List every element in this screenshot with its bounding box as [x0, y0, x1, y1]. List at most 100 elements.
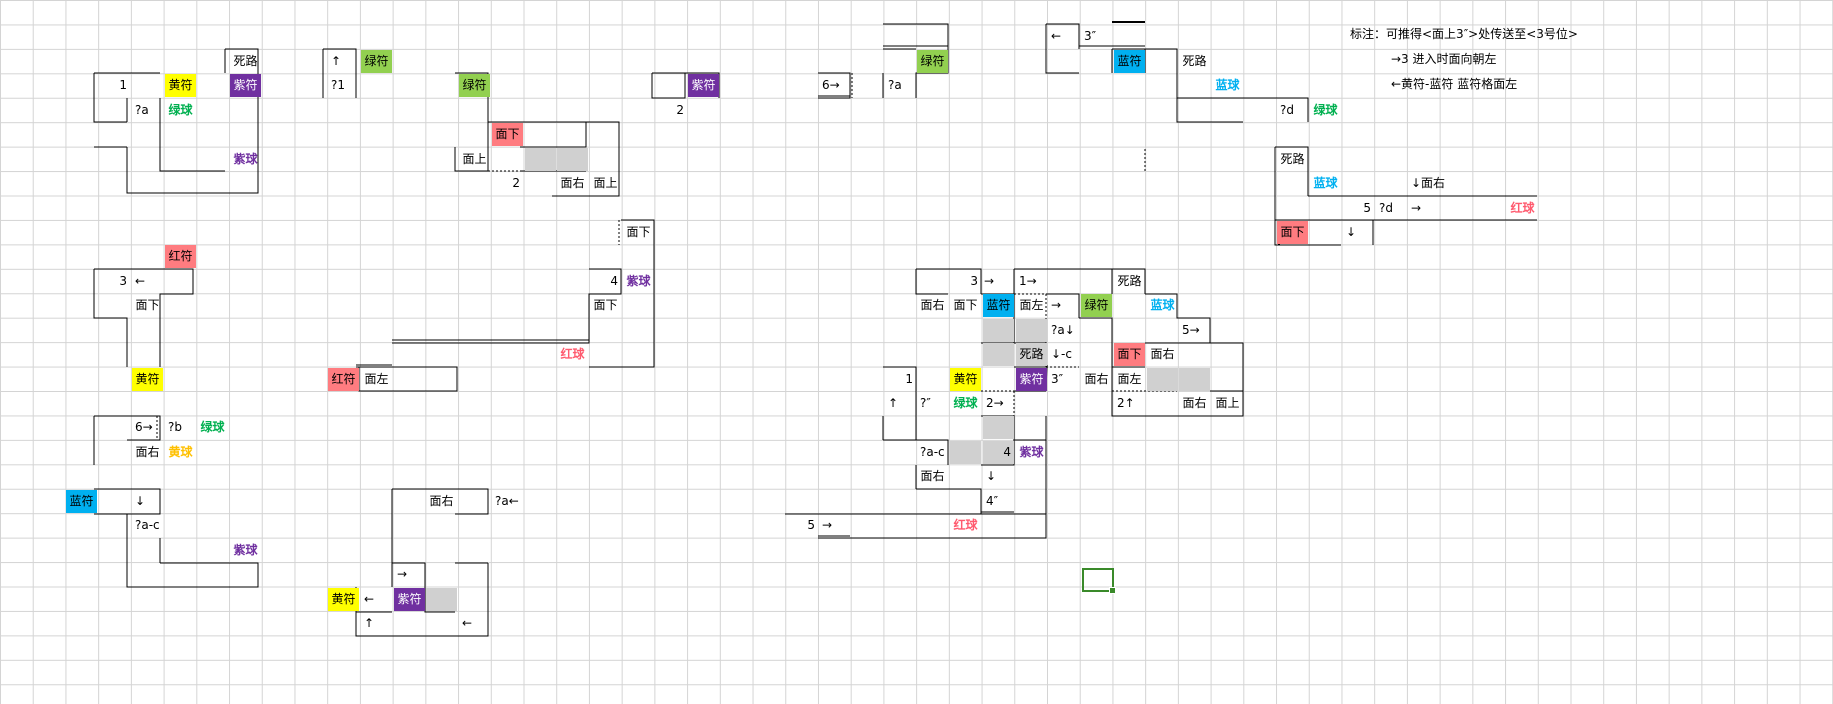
blocked-cell[interactable]	[1147, 368, 1178, 391]
grid-cell[interactable]: →	[819, 514, 850, 537]
grid-cell[interactable]: 6→	[132, 416, 163, 439]
rune-cell[interactable]: 蓝符	[66, 490, 97, 513]
ball-cell[interactable]: 绿球	[1310, 99, 1341, 122]
grid-cell[interactable]: 面上	[590, 172, 621, 195]
grid-cell[interactable]: 面下	[623, 221, 654, 244]
grid-cell[interactable]: ←	[132, 270, 163, 293]
grid-cell[interactable]: →	[1048, 294, 1079, 317]
grid-cell[interactable]: ↓	[983, 465, 1014, 488]
grid-cell[interactable]: 2↑	[1114, 392, 1145, 415]
grid-cell[interactable]: 3″	[1081, 25, 1112, 48]
blocked-cell[interactable]	[525, 148, 556, 171]
grid-cell[interactable]: ↓-c	[1048, 343, 1079, 366]
rune-cell[interactable]: 紫符	[230, 74, 261, 97]
grid-cell[interactable]: ?a-c	[132, 514, 163, 537]
grid-cell[interactable]: 面右	[917, 465, 948, 488]
grid-cell[interactable]: ?a←	[492, 490, 523, 513]
blocked-cell[interactable]	[950, 441, 981, 464]
grid-cell[interactable]: ↓	[132, 490, 163, 513]
grid-cell[interactable]: ?a	[132, 99, 163, 122]
grid-cell[interactable]: →	[394, 563, 425, 586]
ball-cell[interactable]: 红球	[557, 343, 588, 366]
grid-cell[interactable]: ?a-c	[917, 441, 948, 464]
blocked-cell[interactable]	[426, 588, 457, 611]
grid-cell[interactable]: ↓面右	[1408, 172, 1445, 195]
grid-cell[interactable]: ?1	[328, 74, 359, 97]
blocked-cell[interactable]	[983, 343, 1014, 366]
grid-cell[interactable]: 3	[99, 270, 130, 293]
grid-cell[interactable]: ←	[459, 612, 490, 635]
rune-cell[interactable]: 黄符	[165, 74, 196, 97]
grid-cell[interactable]: 面左	[1016, 294, 1047, 317]
rune-cell[interactable]: 红符	[328, 368, 359, 391]
ball-cell[interactable]: 紫球	[1016, 441, 1047, 464]
grid-cell[interactable]: 1→	[1016, 270, 1047, 293]
rune-cell[interactable]: 绿符	[459, 74, 490, 97]
rune-cell[interactable]: 面下	[1277, 221, 1308, 244]
rune-cell[interactable]: 蓝符	[983, 294, 1014, 317]
grid-cell[interactable]: ?d	[1277, 99, 1308, 122]
ball-cell[interactable]: 红球	[950, 514, 981, 537]
blocked-cell[interactable]	[1016, 343, 1047, 366]
grid-cell[interactable]: 面右	[132, 441, 163, 464]
grid-cell[interactable]: 面上	[459, 148, 490, 171]
grid-cell[interactable]: 面右	[426, 490, 457, 513]
blocked-cell[interactable]	[983, 416, 1014, 439]
grid-cell[interactable]: 4″	[983, 490, 1014, 513]
ball-cell[interactable]: 绿球	[165, 99, 196, 122]
grid-cell[interactable]: 面左	[361, 368, 392, 391]
ball-cell[interactable]: 蓝球	[1212, 74, 1243, 97]
grid-cell[interactable]: 2	[492, 172, 523, 195]
grid-cell[interactable]: 面右	[1179, 392, 1210, 415]
grid-cell[interactable]: 5	[1343, 197, 1374, 220]
grid-cell[interactable]: ↑	[328, 50, 359, 73]
rune-cell[interactable]: 面下	[1114, 343, 1145, 366]
rune-cell[interactable]: 黄符	[132, 368, 163, 391]
rune-cell[interactable]: 绿符	[1081, 294, 1112, 317]
grid-cell[interactable]: ↑	[361, 612, 392, 635]
ball-cell[interactable]: 紫球	[230, 148, 261, 171]
blocked-cell[interactable]	[983, 441, 1014, 464]
rune-cell[interactable]: 紫符	[688, 74, 719, 97]
grid-cell[interactable]: →	[981, 270, 1012, 293]
blocked-cell[interactable]	[1179, 368, 1210, 391]
grid-cell[interactable]: ↓	[1343, 221, 1374, 244]
grid-cell[interactable]: →	[1408, 197, 1439, 220]
grid-cell[interactable]: 面下	[590, 294, 621, 317]
grid-cell[interactable]: 面右	[1147, 343, 1178, 366]
grid-cell[interactable]: ?a	[885, 74, 916, 97]
grid-cell[interactable]: 死路	[1114, 270, 1145, 293]
grid-cell[interactable]: ←	[361, 588, 392, 611]
grid-cell[interactable]: 死路	[1277, 148, 1308, 171]
ball-cell[interactable]: 绿球	[197, 416, 228, 439]
grid-cell[interactable]: 面下	[132, 294, 163, 317]
rune-cell[interactable]: 蓝符	[1114, 50, 1145, 73]
grid-cell[interactable]: 面下	[950, 294, 981, 317]
grid-cell[interactable]: 3	[950, 270, 981, 293]
rune-cell[interactable]: 黄符	[328, 588, 359, 611]
grid-cell[interactable]: 4	[590, 270, 621, 293]
rune-cell[interactable]: 紫符	[1016, 368, 1047, 391]
rune-cell[interactable]: 黄符	[950, 368, 981, 391]
rune-cell[interactable]: 面下	[492, 123, 523, 146]
grid-cell[interactable]: 1	[99, 74, 130, 97]
grid-cell[interactable]: 5→	[1179, 319, 1210, 342]
grid-cell[interactable]: 面右	[917, 294, 948, 317]
grid-cell[interactable]: ←	[1048, 25, 1079, 48]
grid-cell[interactable]: 6→	[819, 74, 850, 97]
rune-cell[interactable]: 红符	[165, 245, 196, 268]
ball-cell[interactable]: 蓝球	[1147, 294, 1178, 317]
grid-cell[interactable]: 2	[656, 99, 687, 122]
ball-cell[interactable]: 紫球	[230, 539, 261, 562]
grid-cell[interactable]: ?a↓	[1048, 319, 1079, 342]
ball-cell[interactable]: 紫球	[623, 270, 654, 293]
grid-cell[interactable]: ?d	[1376, 197, 1407, 220]
blocked-cell[interactable]	[557, 148, 588, 171]
grid-cell[interactable]: 4	[983, 441, 1014, 464]
grid-cell[interactable]: ?b	[165, 416, 196, 439]
ball-cell[interactable]: 黄球	[165, 441, 196, 464]
grid-cell[interactable]: ↑	[885, 392, 916, 415]
blocked-cell[interactable]	[1016, 319, 1047, 342]
grid-cell[interactable]: 死路	[1179, 50, 1210, 73]
